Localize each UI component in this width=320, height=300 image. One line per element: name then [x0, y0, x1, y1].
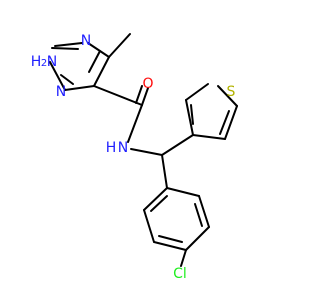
bond — [141, 87, 149, 106]
atom-label-s: S — [227, 84, 236, 100]
bond — [150, 195, 168, 212]
bond — [161, 154, 168, 189]
atom-label-n1: N — [81, 33, 91, 49]
atom-label-amide-h: H — [106, 140, 117, 156]
bond — [54, 42, 83, 47]
atom-label-n2: N — [47, 54, 57, 70]
atom-label-n2-prefix: H — [31, 54, 42, 70]
bond — [108, 33, 131, 58]
bond — [51, 47, 79, 50]
bond — [217, 85, 238, 107]
bond — [60, 74, 74, 85]
bond — [93, 56, 110, 87]
bond — [143, 209, 155, 243]
bond — [130, 148, 163, 156]
atom-label-amide-n: N — [118, 140, 128, 156]
bond — [153, 241, 187, 251]
bond — [64, 85, 95, 91]
bond — [161, 134, 194, 156]
bond — [194, 203, 203, 227]
bond — [127, 104, 143, 143]
bond — [158, 235, 183, 243]
bond — [185, 99, 194, 136]
atom-label-cl: Cl — [173, 266, 187, 282]
bond — [88, 50, 101, 73]
molecule-structure: N H 2 N N O H N S Cl — [31, 33, 238, 282]
bond — [49, 61, 66, 91]
bond — [198, 195, 210, 228]
atom-label-n2-subscript: 2 — [41, 58, 47, 69]
bond — [185, 226, 210, 251]
molecule-canvas: N H 2 N N O H N S Cl — [30, 33, 238, 282]
bond — [185, 83, 209, 101]
bond — [180, 249, 187, 267]
bond — [224, 105, 238, 140]
bond — [93, 85, 143, 106]
bond — [219, 110, 230, 135]
bond — [192, 134, 226, 140]
bond — [143, 187, 168, 211]
bond — [135, 85, 143, 104]
bond — [190, 104, 194, 125]
bond — [166, 187, 200, 197]
atom-label-n3: N — [56, 84, 66, 100]
atom-label-o: O — [142, 76, 153, 92]
bond — [87, 42, 110, 58]
